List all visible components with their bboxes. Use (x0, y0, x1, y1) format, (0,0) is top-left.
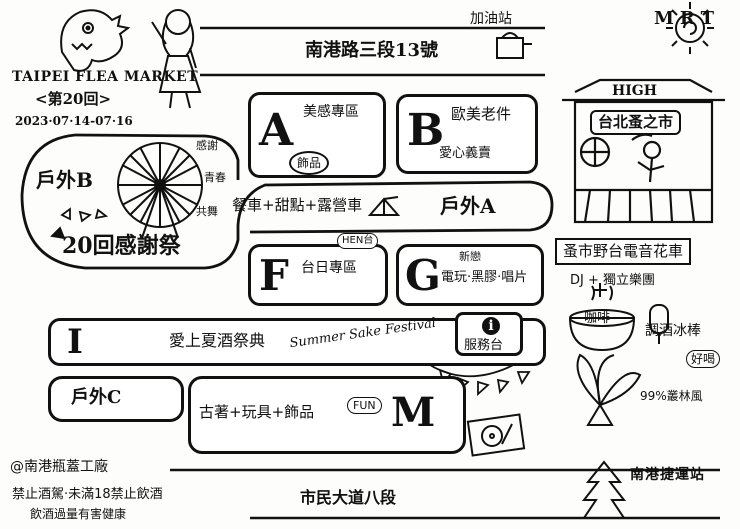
coffee-label: 咖啡 (584, 311, 611, 326)
outdoor-a-desc: 餐車+甜點+露營車 (232, 196, 363, 214)
good-drink-bubble: 好喝 (686, 350, 721, 368)
cocktail-label: 調酒冰棒 (645, 323, 701, 339)
anniversary-word-2: 青春 (204, 171, 226, 184)
info-desk[interactable]: i 服務台 (455, 312, 523, 356)
info-desk-label: 服務台 (464, 338, 504, 353)
outdoor-b-label: 戶外B (36, 168, 93, 192)
zone-g-letter: G (405, 251, 441, 300)
zone-b-letter: B (407, 105, 445, 156)
anniversary-word-1: 感謝 (196, 139, 218, 152)
record-player-icon (466, 413, 526, 457)
zone-i-letter: I (67, 322, 83, 362)
popsicle-icon (649, 304, 669, 344)
gas-station-label: 加油站 (470, 11, 512, 27)
zone-i-english: Summer Sake Festival (288, 315, 437, 352)
notice-line-2: 飲酒過量有害健康 (30, 507, 127, 521)
zone-b-desc: 歐美老件 (451, 105, 512, 123)
stage-event-label: 蚤市野台電音花車 (555, 238, 692, 265)
gas-pump-icon (496, 32, 532, 59)
zone-f-letter: F (259, 251, 289, 300)
stage-name-label: 台北蚤之市 (590, 110, 682, 135)
zone-b[interactable]: B 歐美老件 愛心義賣 (396, 94, 538, 174)
factory-label: @南港瓶蓋工廠 (10, 459, 108, 475)
coffee-cup-icon (568, 285, 636, 352)
ferris-wheel-icon (117, 142, 203, 239)
zone-a[interactable]: A 美感專區 飾品 (248, 92, 386, 178)
zone-m-letter: M (391, 389, 436, 436)
stage-top-label: HIGH (612, 83, 657, 99)
thanks-festival-label: 20回感謝祭 (62, 233, 181, 259)
zone-a-desc: 美感專區 (303, 104, 359, 120)
music-stage-icon (562, 78, 725, 224)
girl-mascot-icon (151, 9, 202, 109)
zone-b-sub: 愛心義賣 (439, 146, 492, 161)
info-icon: i (482, 317, 500, 335)
mrt-logo-icon (581, 460, 627, 519)
zone-f-tag: HEN台 (337, 233, 379, 249)
zone-f[interactable]: F 台日專區 HEN台 (248, 233, 388, 306)
notice-line-1: 禁止酒駕·未滿18禁止飲酒 (12, 487, 163, 502)
zone-m-tag: FUN (347, 397, 382, 414)
zone-g[interactable]: G 新戀 電玩·黑膠·唱片 (396, 244, 544, 306)
top-road-label: 南港路三段13號 (305, 40, 439, 61)
zone-a-letter: A (259, 105, 294, 156)
zone-outdoor-c[interactable]: 戶外C (48, 376, 184, 422)
forest-label: 99%叢林風 (640, 389, 703, 403)
event-edition: <第20回> (35, 90, 112, 108)
event-dates: 2023·07·14-07·16 (15, 114, 133, 128)
zone-g-desc: 電玩·黑膠·唱片 (441, 270, 528, 285)
camping-tent-icon (367, 196, 401, 216)
zone-a-tag: 飾品 (289, 151, 330, 175)
event-name: TAIPEI FLEA MARKET (12, 69, 199, 85)
zone-m-desc: 古著+玩具+飾品 (199, 403, 315, 421)
outdoor-c-label: 戶外C (71, 387, 122, 408)
bottom-road-label: 市民大道八段 (300, 488, 397, 507)
anniversary-word-3: 共舞 (196, 205, 218, 218)
sun-icon (666, 2, 714, 54)
zone-i-desc: 愛上夏酒祭典 (169, 331, 266, 350)
monstera-plant-icon (576, 353, 642, 426)
zone-f-desc: 台日專區 (301, 260, 357, 276)
zone-g-sub: 新戀 (459, 250, 481, 263)
stage-acts-label: DJ + 獨立樂團 (570, 273, 656, 288)
dinosaur-mascot-icon (60, 9, 131, 72)
outdoor-a-label: 戶外A (440, 194, 496, 218)
zone-m[interactable]: 古著+玩具+飾品 FUN M (188, 376, 466, 454)
mrt-letters-top: MRT (654, 8, 720, 29)
mrt-station-label: 南港捷運站 (630, 467, 705, 483)
